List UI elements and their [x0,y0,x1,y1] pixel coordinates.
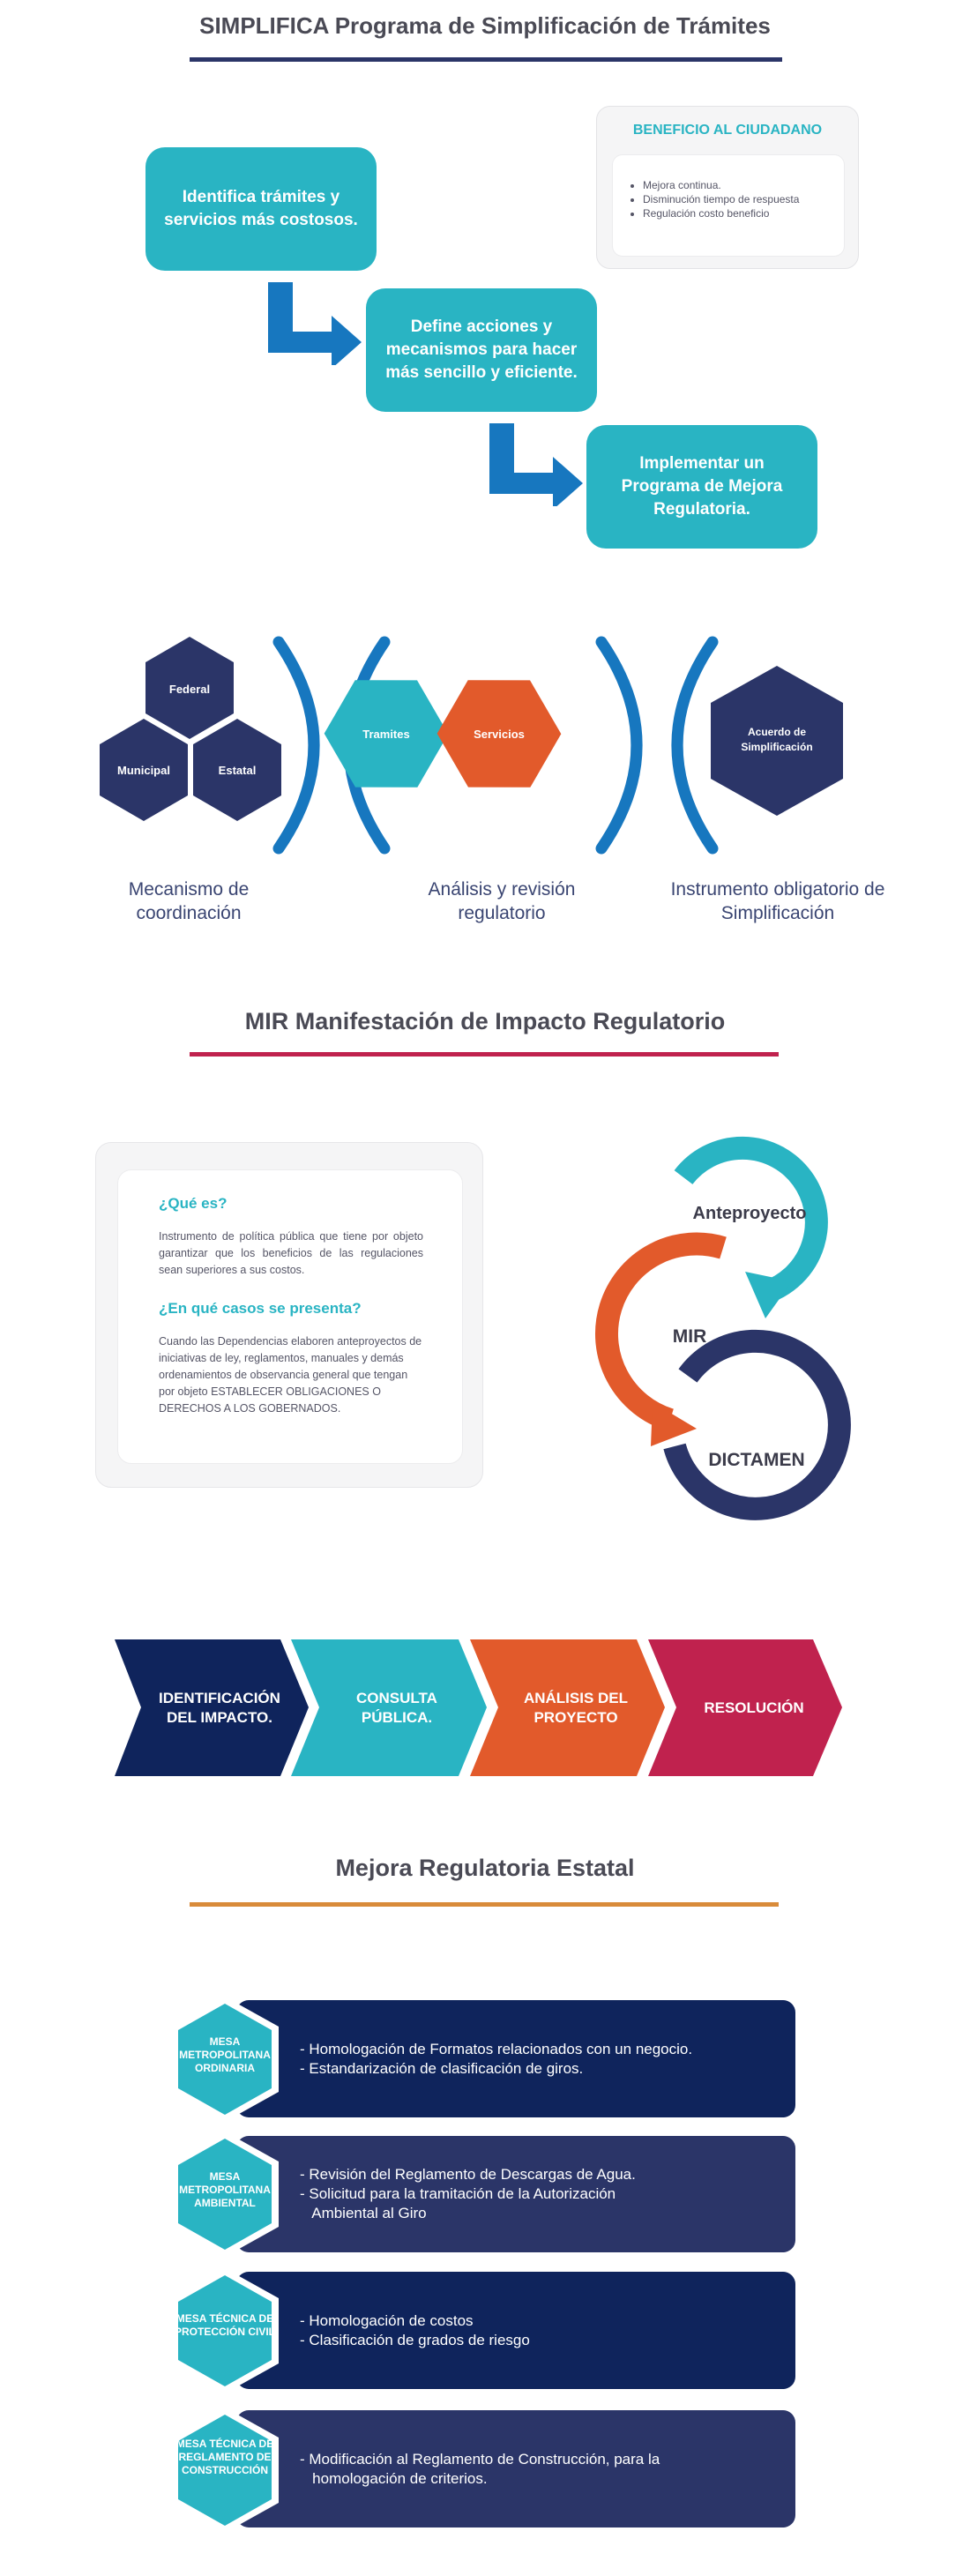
section1-title-underline [190,57,782,62]
cycle-arc-mir [595,1232,727,1431]
mesa-ordinaria-name: MESA METROPOLITANA ORDINARIA [179,2035,271,2074]
chevron-analisis-shape [470,1639,665,1776]
cycle-label-mir: MIR [673,1326,707,1347]
mir-answer-what: Instrumento de política pública que tien… [159,1230,423,1276]
mir-info-inner: ¿Qué es? Instrumento de política pública… [117,1169,463,1464]
hexagon-estatal-label: Estatal [219,764,257,777]
mesa-ambiental-line: - Solicitud para la tramitación de la Au… [300,2185,616,2202]
mesa-proteccion-hexagon [171,2268,279,2393]
hexagon-acuerdo [711,666,843,816]
bracket-1-close [272,636,320,855]
hexagon-federal-label: Federal [169,683,210,696]
hexagon-acuerdo-label-line2: Simplificación [741,741,812,753]
mesa-ordinaria-line: - Estandarización de clasificación de gi… [300,2059,584,2077]
section3-title: MIR Manifestación de Impacto Regulatorio [244,1008,726,1034]
flow-step-1: Identifica trámites y servicios más cost… [146,147,377,271]
benefit-item: Regulación costo beneficio [643,206,835,220]
mesa-proteccion-line: - Clasificación de grados de riesgo [300,2331,530,2348]
mesa-construccion-name: MESA TÉCNICA DE REGLAMENTO DE CONSTRUCCI… [175,2438,274,2476]
benefit-item: Disminución tiempo de respuesta [643,192,835,206]
hexagon-federal [146,637,234,739]
hexagon-servicios [436,680,562,788]
mesa-proteccion-line: - Homologación de costos [300,2311,474,2329]
chevron-resolucion-shape [648,1639,842,1776]
chevron-consulta-shape [291,1639,487,1776]
mesa-ambiental-hexagon [171,2132,279,2257]
benefit-card: BENEFICIO AL CIUDADANO Mejora continua. … [596,106,859,269]
process-chevrons [115,1639,842,1776]
chevron-resolucion-label: RESOLUCIÓN [704,1699,804,1716]
bracket-2-close [595,636,643,855]
cycle-arc-anteproyecto [674,1136,828,1303]
cycle-label-anteproyecto: Anteproyecto [693,1204,807,1223]
coordination-diagram: Federal Municipal Estatal Tramites Servi… [100,636,843,855]
hexagon-tramites-label: Tramites [362,728,409,741]
chevron-identificacion-label: IDENTIFICACIÓN DEL IMPACTO. [159,1689,280,1726]
mesa-proteccion-name: MESA TÉCNICA DE PROTECCIÓN CIVIL [175,2312,276,2338]
mesa-ordinaria-hexagon [171,1997,279,2122]
mir-question-when: ¿En qué casos se presenta? [159,1300,362,1317]
mesa-construccion-line: - Modificación al Reglamento de Construc… [300,2450,660,2468]
cycle-label-dictamen: DICTAMEN [708,1450,804,1470]
bracket-3-open [671,636,719,855]
flow-step-3: Implementar un Programa de Mejora Regula… [586,425,817,549]
mesa-ambiental-bar: - Revisión del Reglamento de Descargas d… [236,2136,795,2252]
chevron-consulta-label: CONSULTA PÚBLICA. [356,1689,437,1726]
section5-title: Mejora Regulatoria Estatal [335,1855,635,1881]
hexagon-tramites [324,680,449,788]
section1-title: SIMPLIFICA Programa de Simplificación de… [199,12,771,39]
mesa-ordinaria-line: - Homologación de Formatos relacionados … [300,2040,693,2057]
chevron-analisis-label: ANÁLISIS DEL PROYECTO [523,1689,629,1726]
flow-step-2: Define acciones y mecanismos para hacer … [366,288,597,412]
mir-info-card: ¿Qué es? Instrumento de política pública… [95,1142,483,1488]
cycle-arrowhead-teal [745,1272,792,1318]
hexagon-estatal [193,719,281,821]
mesa-ambiental-name: MESA METROPOLITANA AMBIENTAL [179,2170,271,2209]
hexagon-municipal [100,719,188,821]
caption-instrumento: Instrumento obligatorio de Simplificació… [670,879,885,923]
hexagon-servicios-label: Servicios [474,728,525,741]
benefit-list-box: Mejora continua. Disminución tiempo de r… [612,154,845,257]
caption-coordinacion: Mecanismo de coordinación [128,879,250,923]
benefit-title: BENEFICIO AL CIUDADANO [632,123,823,138]
section5-title-underline [190,1902,779,1907]
mir-question-what: ¿Qué es? [159,1195,228,1212]
chevron-identificacion-shape [115,1639,309,1776]
cycle-arc-dictamen [663,1329,851,1520]
mesa-ordinaria-bar: - Homologación de Formatos relacionados … [236,2000,795,2117]
mir-answer-when: Cuando las Dependencias elaboren antepro… [159,1335,422,1415]
hexagon-acuerdo-label-line1: Acuerdo de [748,726,806,738]
mesa-ambiental-line: Ambiental al Giro [300,2205,427,2221]
mesa-construccion-bar: - Modificación al Reglamento de Construc… [236,2410,795,2527]
hexagon-municipal-label: Municipal [117,764,170,777]
flow-arrow-1 [268,282,362,365]
mesa-construccion-line: homologación de criterios. [300,2469,488,2487]
caption-analisis: Análisis y revisión regulatorio [428,879,576,923]
cycle-arrowhead-orange [651,1402,697,1446]
mesa-proteccion-bar: - Homologación de costos - Clasificación… [236,2272,795,2389]
benefit-item: Mejora continua. [643,178,835,192]
mesa-construccion-hexagon [171,2408,279,2533]
section3-title-underline [190,1052,779,1057]
flow-arrow-2 [489,423,583,506]
mesa-ambiental-line: - Revisión del Reglamento de Descargas d… [300,2166,636,2183]
mir-cycle-diagram: Anteproyecto MIR DICTAMEN [595,1136,851,1520]
